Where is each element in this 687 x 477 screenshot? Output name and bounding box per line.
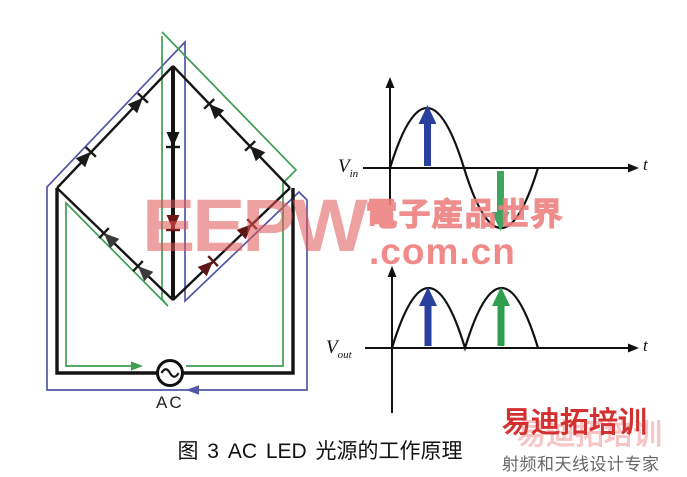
vout-waveform [365, 266, 639, 413]
led-top-left-1 [75, 146, 97, 168]
ac-source-label: AC [156, 393, 184, 412]
vin-time-label: t [643, 155, 648, 174]
vout-first-arrow [419, 287, 437, 346]
led-bridge-circuit [46, 31, 308, 395]
led-diodes [75, 92, 266, 282]
eepw-watermark: EEPW [142, 184, 368, 267]
vin-axes [363, 84, 630, 205]
led-bottom-right-1 [197, 255, 219, 277]
training-watermark: 易迪拓培训 [502, 407, 648, 439]
vin-axis-label: Vin [338, 156, 359, 180]
vin-sine-curve [388, 106, 540, 230]
vin-negative-arrow [491, 171, 510, 231]
led-center-1 [166, 132, 180, 149]
negative-half-current-path [46, 39, 308, 391]
led-bottom-left-2 [132, 260, 154, 282]
vin-yaxis-arrow-icon [385, 77, 395, 88]
led-top-right-2 [244, 140, 266, 162]
training-tagline-watermark: 射频和天线设计专家 [502, 455, 660, 474]
vin-xaxis-arrow-icon [628, 163, 639, 173]
vout-yaxis-arrow-icon [387, 266, 397, 277]
vout-time-label: t [643, 336, 648, 355]
positive-half-current-path [65, 31, 298, 367]
main-wiring [55, 188, 295, 375]
figure-caption: 图 3 AC LED 光源的工作原理 [177, 440, 463, 463]
green-current-arrow-icon [131, 361, 143, 371]
eepw-chinese-name-watermark: 電子産品世界 [365, 197, 564, 232]
vout-axis-label: Vout [326, 337, 352, 361]
vout-xaxis-arrow-icon [628, 343, 639, 353]
led-top-left-2 [127, 92, 149, 114]
vout-axes [365, 273, 630, 413]
vin-positive-arrow [418, 105, 437, 166]
led-center-2 [166, 215, 180, 232]
training-watermark-shadow: 易迪拓培训 [517, 419, 663, 451]
vout-rectified-curve [390, 286, 540, 352]
led-top-right-1 [203, 98, 225, 120]
blue-current-arrow-icon [186, 385, 199, 395]
vin-waveform [363, 77, 639, 231]
ac-source-icon [156, 359, 184, 387]
led-bottom-left-1 [98, 227, 120, 249]
vout-second-arrow [492, 287, 510, 346]
led-bridge-diamond [56, 65, 291, 301]
eepw-domain-watermark: .com.cn [369, 231, 516, 272]
led-bottom-right-2 [236, 218, 258, 240]
